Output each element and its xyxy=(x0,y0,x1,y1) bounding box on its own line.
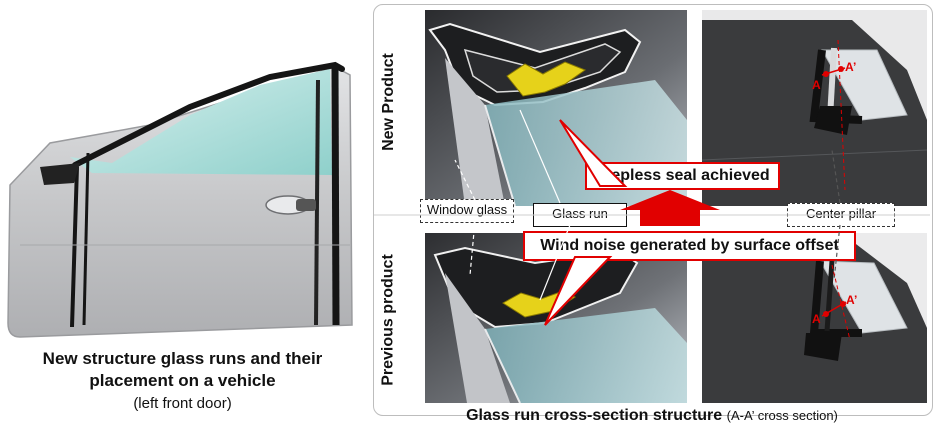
new-product-car-image xyxy=(702,10,927,206)
left-caption-line-3: (left front door) xyxy=(133,395,232,412)
section-a-prime-new: A’ xyxy=(845,60,857,74)
cross-section-caption-main: Glass run cross-section structure xyxy=(466,407,723,424)
section-a-prev: A xyxy=(812,312,821,326)
previous-product-label: Previous product xyxy=(379,254,397,386)
window-glass-label: Window glass xyxy=(420,199,514,223)
glass-run-center xyxy=(314,79,320,326)
section-a-prime-prev: A’ xyxy=(846,293,858,307)
door-window xyxy=(70,69,332,175)
section-a-new: A xyxy=(812,78,821,92)
wind-noise-callout: Wind noise generated by surface offset xyxy=(523,231,856,261)
glass-run-front-1 xyxy=(70,166,79,328)
cross-section-caption: Glass run cross-section structure (A-A’ … xyxy=(373,407,931,425)
new-product-label: New Product xyxy=(380,53,397,151)
glass-run-rear xyxy=(331,66,340,326)
glass-run-frame xyxy=(72,61,345,168)
glass-run-label: Glass run xyxy=(533,203,627,227)
cross-section-caption-sub: (A-A’ cross section) xyxy=(726,408,838,423)
front-door-illustration xyxy=(7,61,353,338)
glass-run-front-2 xyxy=(82,152,90,326)
mirror-corner xyxy=(40,163,80,185)
seal-yellow xyxy=(506,61,587,97)
left-caption-line-2: placement on a vehicle xyxy=(89,371,276,390)
previous-product-car-image xyxy=(702,233,927,403)
left-caption-line-1: New structure glass runs and their xyxy=(42,349,323,368)
stepless-seal-callout: Stepless seal achieved xyxy=(585,162,780,190)
center-pillar-label: Center pillar xyxy=(787,203,895,227)
